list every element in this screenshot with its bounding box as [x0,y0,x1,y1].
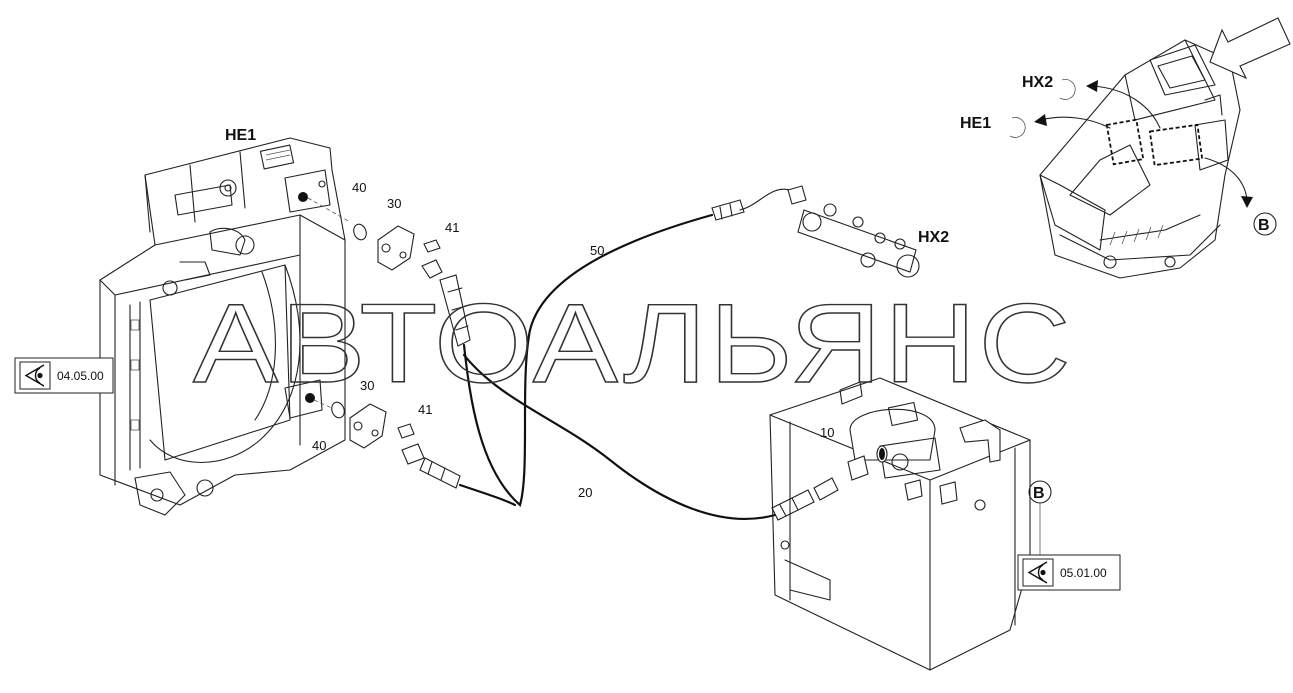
reference-box-right[interactable]: 05.01.00 [1017,554,1121,591]
callout-10: 10 [820,425,834,440]
callout-40-top: 40 [352,180,366,195]
top-fittings [307,197,443,279]
radiator-he1 [99,137,346,516]
overview-b-marker [1253,212,1277,236]
reference-box-left[interactable]: 04.05.00 [14,357,114,394]
callout-41-top: 41 [445,220,459,235]
hx2-label: HX2 [918,229,949,246]
tank-b [769,377,1031,671]
eye-icon [1027,561,1048,584]
hose-20 [419,353,839,521]
overview-hx2-label: HX2 [1022,74,1053,91]
reference-left-code: 04.05.00 [57,369,104,383]
callout-30-bottom: 30 [360,378,374,393]
callout-20: 20 [578,485,592,500]
b-label: B [1033,485,1045,502]
callout-40-bottom: 40 [312,438,326,453]
valve-hx2 [739,185,920,278]
callout-50: 50 [590,243,604,258]
callout-41-bottom: 41 [418,402,432,417]
callout-30-top: 30 [387,196,401,211]
overview-machine [1039,39,1241,279]
overview-arrows [1009,79,1253,208]
overview-b-label: B [1258,217,1270,234]
hose-50 [439,199,745,507]
bottom-fittings [313,399,425,465]
reference-right-code: 05.01.00 [1060,566,1107,580]
he1-label: HE1 [225,127,256,144]
eye-icon [24,364,45,387]
watermark: АВТОАЛЬЯНС [193,281,1073,406]
view-direction-arrow [1209,17,1291,80]
overview-he1-label: HE1 [960,115,991,132]
